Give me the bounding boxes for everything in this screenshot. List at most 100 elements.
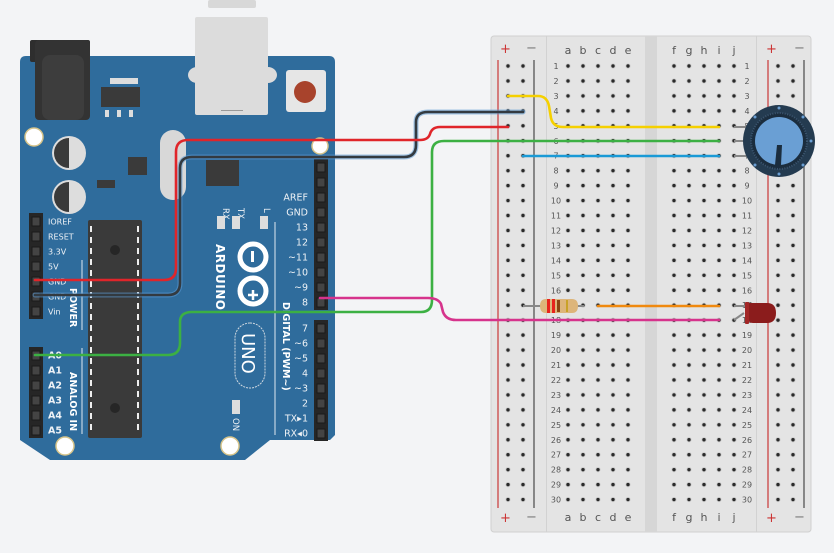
breadboard-hole[interactable]: [776, 497, 780, 502]
breadboard-hole[interactable]: [717, 363, 721, 367]
breadboard-hole[interactable]: [626, 243, 630, 248]
breadboard-hole[interactable]: [717, 378, 721, 382]
breadboard-hole[interactable]: [596, 408, 600, 412]
breadboard-hole[interactable]: [672, 94, 676, 98]
breadboard-hole[interactable]: [611, 333, 615, 337]
breadboard-hole[interactable]: [626, 497, 630, 502]
breadboard-hole[interactable]: [687, 288, 691, 292]
breadboard-hole[interactable]: [672, 467, 676, 472]
breadboard-hole[interactable]: [626, 423, 630, 427]
breadboard-hole[interactable]: [521, 183, 525, 188]
breadboard-hole[interactable]: [581, 183, 585, 188]
breadboard-hole[interactable]: [791, 318, 795, 322]
breadboard-hole[interactable]: [776, 303, 780, 307]
breadboard-hole[interactable]: [566, 497, 570, 502]
breadboard-hole[interactable]: [506, 303, 510, 307]
breadboard-hole[interactable]: [776, 243, 780, 248]
breadboard-hole[interactable]: [626, 453, 630, 457]
breadboard-hole[interactable]: [672, 258, 676, 263]
breadboard-hole[interactable]: [596, 64, 600, 68]
wires[interactable]: [32, 94, 721, 357]
breadboard-hole[interactable]: [732, 243, 736, 248]
breadboard-hole[interactable]: [566, 168, 570, 173]
breadboard-hole[interactable]: [506, 198, 510, 203]
breadboard-hole[interactable]: [717, 393, 721, 397]
breadboard-hole[interactable]: [791, 94, 795, 98]
header-pin-5v[interactable]: [31, 261, 41, 272]
header-pin-12[interactable]: [316, 237, 326, 248]
breadboard-hole[interactable]: [776, 438, 780, 442]
breadboard-hole[interactable]: [581, 213, 585, 218]
breadboard-hole[interactable]: [732, 79, 736, 83]
header-pin-13[interactable]: [316, 222, 326, 233]
breadboard-hole[interactable]: [611, 168, 615, 173]
breadboard-hole[interactable]: [626, 438, 630, 442]
breadboard-hole[interactable]: [581, 408, 585, 412]
breadboard-hole[interactable]: [566, 333, 570, 337]
breadboard-hole[interactable]: [717, 453, 721, 457]
breadboard-hole[interactable]: [581, 258, 585, 263]
breadboard-hole[interactable]: [506, 438, 510, 442]
breadboard-hole[interactable]: [596, 258, 600, 263]
breadboard-hole[interactable]: [717, 408, 721, 412]
breadboard-hole[interactable]: [717, 423, 721, 427]
breadboard-hole[interactable]: [611, 453, 615, 457]
breadboard-hole[interactable]: [581, 243, 585, 248]
breadboard-hole[interactable]: [702, 94, 706, 98]
breadboard-hole[interactable]: [732, 183, 736, 188]
wire-pot-vcc-yellow[interactable]: [506, 94, 721, 129]
breadboard-hole[interactable]: [581, 393, 585, 397]
breadboard-hole[interactable]: [611, 109, 615, 113]
breadboard-hole[interactable]: [611, 423, 615, 427]
breadboard-hole[interactable]: [717, 79, 721, 83]
breadboard-hole[interactable]: [776, 378, 780, 382]
header-pin-a4[interactable]: [31, 410, 41, 421]
breadboard-hole[interactable]: [611, 497, 615, 502]
breadboard-hole[interactable]: [717, 467, 721, 472]
breadboard-hole[interactable]: [581, 198, 585, 203]
breadboard-hole[interactable]: [581, 423, 585, 427]
breadboard-hole[interactable]: [626, 168, 630, 173]
breadboard-hole[interactable]: [611, 467, 615, 472]
breadboard-hole[interactable]: [611, 94, 615, 98]
breadboard-hole[interactable]: [581, 109, 585, 113]
breadboard-hole[interactable]: [581, 453, 585, 457]
header-pin-10[interactable]: [316, 267, 326, 278]
breadboard-hole[interactable]: [521, 273, 525, 277]
breadboard-hole[interactable]: [626, 183, 630, 188]
breadboard-hole[interactable]: [702, 423, 706, 427]
breadboard-hole[interactable]: [717, 183, 721, 188]
breadboard-hole[interactable]: [791, 79, 795, 83]
breadboard-hole[interactable]: [702, 438, 706, 442]
breadboard-hole[interactable]: [596, 198, 600, 203]
breadboard-hole[interactable]: [521, 482, 525, 487]
breadboard-hole[interactable]: [506, 348, 510, 352]
breadboard-hole[interactable]: [732, 378, 736, 382]
breadboard-hole[interactable]: [596, 288, 600, 292]
breadboard-hole[interactable]: [672, 393, 676, 397]
breadboard-hole[interactable]: [521, 467, 525, 472]
breadboard-hole[interactable]: [611, 243, 615, 248]
breadboard-hole[interactable]: [611, 363, 615, 367]
breadboard-hole[interactable]: [626, 467, 630, 472]
breadboard-hole[interactable]: [702, 228, 706, 233]
header-pin-2[interactable]: [316, 398, 326, 409]
breadboard-hole[interactable]: [626, 64, 630, 68]
breadboard-hole[interactable]: [626, 258, 630, 263]
breadboard-hole[interactable]: [732, 453, 736, 457]
breadboard-hole[interactable]: [791, 273, 795, 277]
breadboard-hole[interactable]: [702, 168, 706, 173]
breadboard-hole[interactable]: [702, 198, 706, 203]
breadboard-hole[interactable]: [521, 79, 525, 83]
breadboard-hole[interactable]: [596, 438, 600, 442]
breadboard-hole[interactable]: [611, 408, 615, 412]
breadboard-hole[interactable]: [521, 378, 525, 382]
breadboard-hole[interactable]: [672, 423, 676, 427]
breadboard-hole[interactable]: [776, 467, 780, 472]
wire-pin8-magenta[interactable]: [318, 296, 721, 322]
breadboard-hole[interactable]: [611, 183, 615, 188]
breadboard-hole[interactable]: [776, 363, 780, 367]
breadboard-hole[interactable]: [687, 333, 691, 337]
breadboard-hole[interactable]: [581, 228, 585, 233]
